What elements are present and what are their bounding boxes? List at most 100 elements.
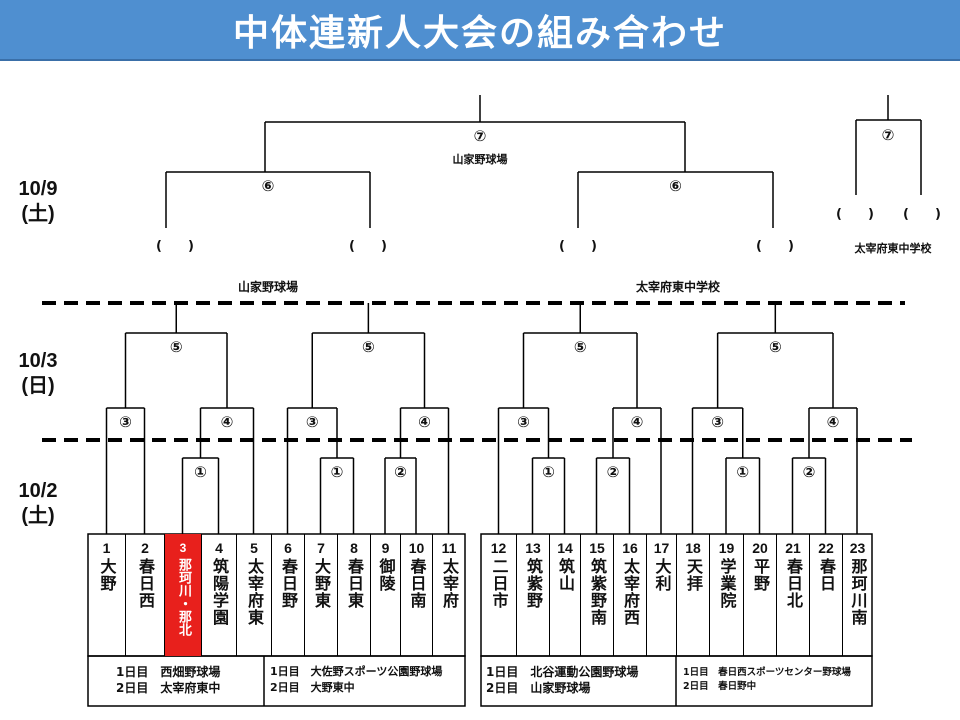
date-text: 10/3 [18,350,58,372]
team-number: 5 [250,540,258,556]
team-number: 3 [179,541,187,555]
venue-day2: 2日目 太宰府東中 [116,681,221,695]
game-label-1: ① [736,463,749,481]
venue-block-3: 1日目 北谷運動公園野球場 2日目 山家野球場 [486,664,638,696]
team-name: 二日市 [489,558,509,609]
game-label-1: ① [331,463,344,481]
title-banner: 中体連新人大会の組み合わせ [0,0,960,61]
game-label-1: ① [542,463,555,481]
venue-side: 太宰府東中学校 [854,241,933,255]
game-label-2: ② [394,463,407,481]
game-label-6: ⑥ [262,177,275,195]
team-number: 21 [785,540,801,556]
game-label-6: ⑥ [669,177,682,195]
blank-slot: ( ) [903,207,941,222]
venue-semi-right: 太宰府東中学校 [636,279,721,294]
team-number: 16 [622,540,638,556]
team-number: 20 [752,540,768,556]
team-number: 9 [381,540,390,556]
team-cell-3: 3 那珂川・那北 [164,534,201,656]
page-title: 中体連新人大会の組み合わせ [232,12,727,54]
game-label-4: ④ [418,413,431,431]
team-number: 2 [141,540,149,556]
game-label-2: ② [803,463,816,481]
game-label-3: ③ [517,413,530,431]
team-name: 春日西 [136,558,155,609]
team-name: 学業院 [717,558,737,609]
team-cell-4: 4 筑陽学園 [201,534,236,656]
team-number: 10 [408,540,425,556]
game-label-1: ① [194,463,207,481]
team-number: 12 [490,540,507,556]
team-number: 15 [589,540,605,556]
team-name: 太宰府東 [245,558,264,626]
date-label-oct2: 10/2 (土) [8,479,68,529]
venue-day2: 2日目 春日野中 [683,681,757,692]
team-number: 1 [102,540,111,556]
team-name: 天拝 [684,558,703,592]
date-label-oct9: 10/9 (土) [8,177,68,227]
team-name: 筑紫野 [524,558,543,609]
game-label-7: ⑦ [474,127,487,145]
team-cell-18: 18 天拝 [676,534,709,656]
team-number: 14 [557,540,573,556]
blank-slot: ( ) [156,239,194,254]
date-text: 10/9 [18,178,58,200]
team-number: 23 [849,540,866,556]
team-number: 7 [317,540,325,556]
blank-slot: ( ) [349,239,387,254]
team-name: 大利 [652,558,672,592]
team-cell-10: 10 春日南 [400,534,432,656]
team-name: 大野 [97,558,117,592]
team-name: 筑陽学園 [210,558,229,626]
team-name: 春日 [817,558,836,592]
team-number: 6 [284,540,292,556]
team-cell-2: 2 春日西 [125,534,164,656]
team-name: 那珂川・那北 [176,558,191,636]
team-name: 筑山 [556,558,575,592]
team-number: 8 [350,540,358,556]
team-cell-12: 12 二日市 [481,534,516,656]
game-label-5: ⑤ [170,338,183,356]
team-number: 19 [718,540,735,556]
team-cell-14: 14 筑山 [549,534,580,656]
weekday-text: (土) [21,505,55,527]
team-name: 春日北 [784,558,803,609]
venue-day2: 2日目 山家野球場 [486,681,591,695]
team-cell-17: 17 大利 [646,534,676,656]
date-label-oct3: 10/3 (日) [8,349,68,399]
game-label-5: ⑤ [362,338,375,356]
venue-final: 山家野球場 [453,152,508,166]
team-name: 御陵 [376,558,396,592]
venue-block-2: 1日目 大佐野スポーツ公園野球場 2日目 大野東中 [270,664,442,696]
team-number: 4 [215,540,223,556]
team-number: 17 [653,540,670,556]
venue-block-4: 1日目 春日西スポーツセンター野球場 2日目 春日野中 [683,666,851,694]
game-label-3: ③ [711,413,724,431]
team-number: 11 [441,540,457,556]
game-label-4: ④ [827,413,840,431]
weekday-text: (日) [21,375,55,397]
team-cell-9: 9 御陵 [370,534,400,656]
game-label-2: ② [607,463,620,481]
team-name: 春日東 [345,558,364,609]
venue-day1: 1日目 大佐野スポーツ公園野球場 [270,665,443,678]
game-label-5: ⑤ [769,338,782,356]
venue-day1: 1日目 北谷運動公園野球場 [486,665,639,679]
team-name: 春日南 [407,558,427,609]
blank-slot: ( ) [559,239,597,254]
game-label-7: ⑦ [882,126,895,144]
team-cell-1: 1 大野 [88,534,125,656]
venue-day1: 1日目 春日西スポーツセンター野球場 [683,667,851,678]
team-number: 18 [685,540,701,556]
